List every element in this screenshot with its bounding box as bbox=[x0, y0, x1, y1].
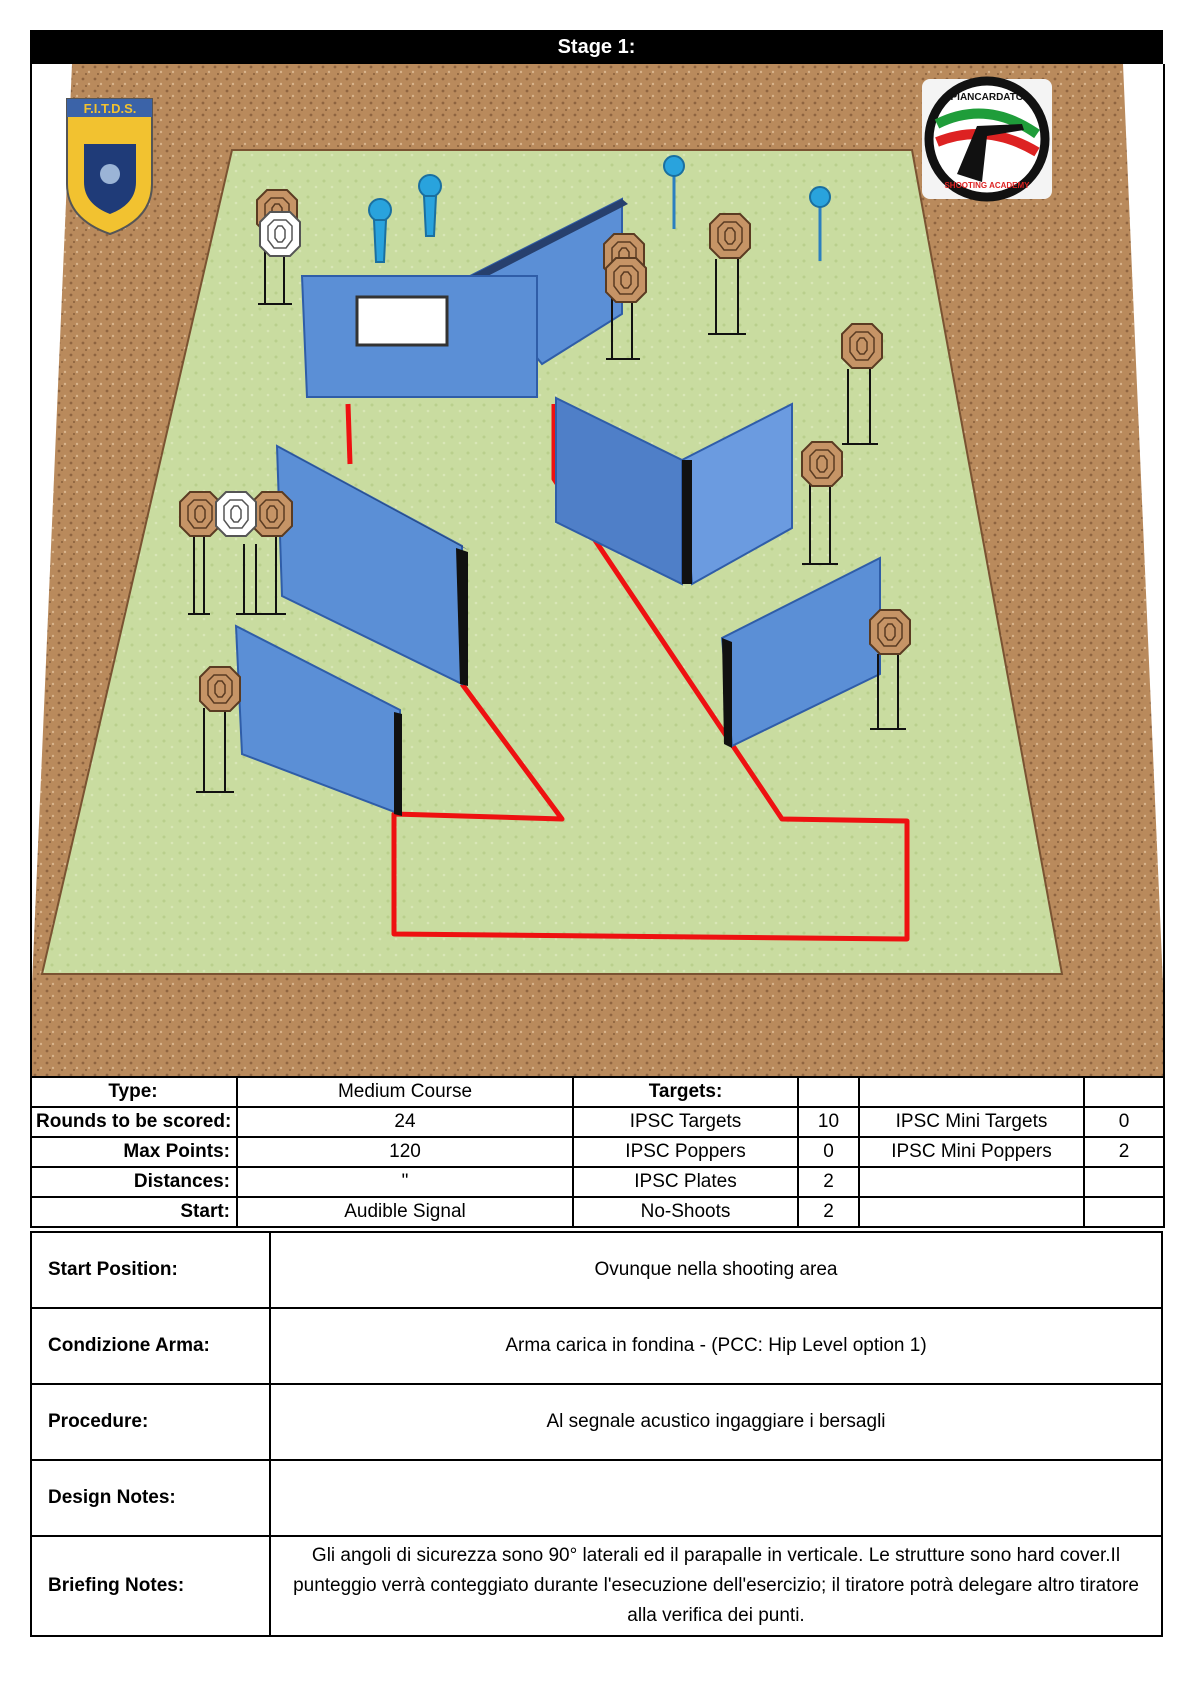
wall-with-port bbox=[300, 275, 538, 398]
wall-left-upper bbox=[275, 444, 468, 686]
empty-cell bbox=[1083, 1196, 1165, 1228]
steel-plate bbox=[809, 186, 831, 261]
stage-title: Stage 1: bbox=[30, 30, 1163, 64]
max-points-value: 120 bbox=[236, 1136, 574, 1168]
ipsc-target bbox=[801, 441, 843, 487]
ipsc-target bbox=[841, 323, 883, 369]
steel-plate bbox=[663, 155, 685, 229]
empty-cell bbox=[858, 1076, 1085, 1108]
fitds-logo: F.I.T.D.S. bbox=[66, 98, 153, 236]
ipsc-plates-value: 2 bbox=[797, 1166, 860, 1198]
wall-left-lower bbox=[234, 624, 402, 816]
mini-popper bbox=[368, 198, 392, 263]
distances-value: " bbox=[236, 1166, 574, 1198]
ipsc-mini-targets-label: IPSC Mini Targets bbox=[858, 1106, 1085, 1138]
empty-cell bbox=[797, 1076, 860, 1108]
stage-info-table: Type: Medium Course Targets: Rounds to b… bbox=[30, 1076, 1165, 1228]
table-row: Rounds to be scored: 24 IPSC Targets 10 … bbox=[30, 1106, 1165, 1138]
design-notes-value bbox=[269, 1459, 1163, 1537]
start-position-label: Start Position: bbox=[30, 1231, 271, 1309]
table-row: Distances: " IPSC Plates 2 bbox=[30, 1166, 1165, 1198]
empty-cell bbox=[858, 1196, 1085, 1228]
mini-popper bbox=[418, 174, 442, 237]
ipsc-mini-poppers-label: IPSC Mini Poppers bbox=[858, 1136, 1085, 1168]
noshoots-label: No-Shoots bbox=[572, 1196, 799, 1228]
condizione-arma-value: Arma carica in fondina - (PCC: Hip Level… bbox=[269, 1307, 1163, 1385]
briefing-notes-value: Gli angoli di sicurezza sono 90° lateral… bbox=[269, 1535, 1163, 1637]
svg-text:PIANCARDATO: PIANCARDATO bbox=[951, 92, 1024, 103]
max-points-label: Max Points: bbox=[30, 1136, 238, 1168]
ipsc-targets-value: 10 bbox=[797, 1106, 860, 1138]
table-row: Start: Audible Signal No-Shoots 2 bbox=[30, 1196, 1165, 1228]
ipsc-target bbox=[869, 609, 911, 655]
ipsc-targets-label: IPSC Targets bbox=[572, 1106, 799, 1138]
condizione-arma-label: Condizione Arma: bbox=[30, 1307, 271, 1385]
wall-v-right bbox=[555, 396, 793, 586]
noshoots-value: 2 bbox=[797, 1196, 860, 1228]
design-notes-label: Design Notes: bbox=[30, 1459, 271, 1537]
empty-cell bbox=[1083, 1166, 1165, 1198]
ipsc-poppers-value: 0 bbox=[797, 1136, 860, 1168]
no-shoot-target bbox=[215, 491, 257, 537]
ipsc-target bbox=[199, 666, 241, 712]
fault-line bbox=[345, 403, 910, 942]
start-value: Audible Signal bbox=[236, 1196, 574, 1228]
table-row: Type: Medium Course Targets: bbox=[30, 1076, 1165, 1108]
table-row: Condizione Arma: Arma carica in fondina … bbox=[30, 1307, 1163, 1385]
procedure-label: Procedure: bbox=[30, 1383, 271, 1461]
start-position-value: Ovunque nella shooting area bbox=[269, 1231, 1163, 1309]
ipsc-target bbox=[179, 491, 221, 537]
ipsc-plates-label: IPSC Plates bbox=[572, 1166, 799, 1198]
rounds-label: Rounds to be scored: bbox=[30, 1106, 238, 1138]
rounds-value: 24 bbox=[236, 1106, 574, 1138]
ipsc-mini-poppers-value: 2 bbox=[1083, 1136, 1165, 1168]
distances-label: Distances: bbox=[30, 1166, 238, 1198]
stage-diagram: F.I.T.D.S. PIANCARDATO SHOOTING ACADEMY bbox=[30, 64, 1165, 1076]
start-label: Start: bbox=[30, 1196, 238, 1228]
stage-details-table: Start Position: Ovunque nella shooting a… bbox=[30, 1231, 1163, 1637]
briefing-notes-label: Briefing Notes: bbox=[30, 1535, 271, 1637]
table-row: Design Notes: bbox=[30, 1459, 1163, 1537]
ipsc-mini-targets-value: 0 bbox=[1083, 1106, 1165, 1138]
ipsc-target bbox=[251, 491, 293, 537]
table-row: Max Points: 120 IPSC Poppers 0 IPSC Mini… bbox=[30, 1136, 1165, 1168]
ipsc-poppers-label: IPSC Poppers bbox=[572, 1136, 799, 1168]
type-value: Medium Course bbox=[236, 1076, 574, 1108]
no-shoot-target bbox=[259, 211, 301, 257]
targets-header: Targets: bbox=[572, 1076, 799, 1108]
svg-text:SHOOTING ACADEMY: SHOOTING ACADEMY bbox=[944, 181, 1030, 190]
table-row: Procedure: Al segnale acustico ingaggiar… bbox=[30, 1383, 1163, 1461]
type-label: Type: bbox=[30, 1076, 238, 1108]
piancardato-logo: PIANCARDATO SHOOTING ACADEMY bbox=[922, 76, 1052, 202]
procedure-value: Al segnale acustico ingaggiare i bersagl… bbox=[269, 1383, 1163, 1461]
svg-text:F.I.T.D.S.: F.I.T.D.S. bbox=[84, 101, 137, 116]
ipsc-target bbox=[605, 257, 647, 303]
table-row: Briefing Notes: Gli angoli di sicurezza … bbox=[30, 1535, 1163, 1637]
ipsc-target bbox=[709, 213, 751, 259]
empty-cell bbox=[1083, 1076, 1165, 1108]
wall-right-lower bbox=[720, 556, 881, 748]
empty-cell bbox=[858, 1166, 1085, 1198]
window-port bbox=[355, 295, 449, 347]
table-row: Start Position: Ovunque nella shooting a… bbox=[30, 1231, 1163, 1309]
